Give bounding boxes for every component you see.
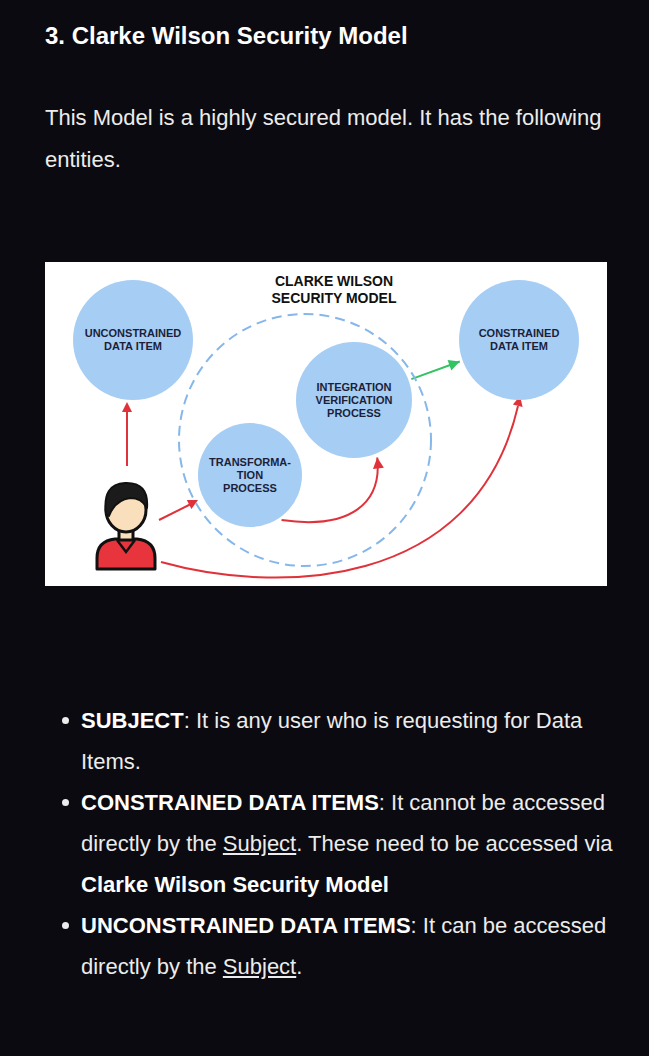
arrow-head — [373, 457, 384, 469]
body-text: . These need to be accessed via — [296, 831, 612, 856]
circle-fill — [73, 280, 193, 400]
dashed-circle — [179, 314, 431, 566]
list-item: CONSTRAINED DATA ITEMS: It cannot be acc… — [81, 782, 613, 905]
body-text: . — [296, 954, 302, 979]
bold-term: CONSTRAINED DATA ITEMS — [81, 790, 379, 815]
circle-fill — [198, 423, 302, 527]
body-text: This Model is a highly secured model. It… — [45, 105, 601, 172]
circle-fill — [296, 342, 412, 458]
data-item-circle: UNCONSTRAINED DATA ITEM — [73, 280, 193, 400]
entity-list: SUBJECT: It is any user who is requestin… — [81, 700, 613, 987]
person-body — [97, 539, 155, 569]
link-text: Subject — [223, 831, 296, 856]
subject-arrow — [126, 411, 128, 466]
data-item-circle: CONSTRAINED DATA ITEM — [459, 280, 579, 400]
model-heading: CLARKE WILSON SECURITY MODEL — [264, 273, 404, 307]
person-hair — [105, 483, 147, 516]
process-circle: INTEGRATION VERIFICATION PROCESS — [296, 342, 412, 458]
arrow-head — [448, 360, 460, 370]
process-circle: TRANSFORMA- TION PROCESS — [198, 423, 302, 527]
list-item: UNCONSTRAINED DATA ITEMS: It can be acce… — [81, 905, 613, 987]
node-label: CONSTRAINED DATA ITEM — [467, 327, 571, 353]
page-title: 3. Clarke Wilson Security Model — [45, 22, 408, 50]
person-collar — [117, 540, 135, 552]
subject-arrow — [159, 504, 191, 520]
node-label: UNCONSTRAINED DATA ITEM — [81, 327, 185, 353]
node-label: TRANSFORMA- TION PROCESS — [209, 456, 291, 495]
arrow-head — [122, 402, 132, 412]
link-text: Subject — [223, 954, 296, 979]
intro-paragraph: This Model is a highly secured model. It… — [45, 97, 610, 181]
model-boundary: CLARKE WILSON SECURITY MODELINTEGRATION … — [178, 313, 432, 567]
diagram-panel: UNCONSTRAINED DATA ITEMCLARKE WILSON SEC… — [45, 262, 607, 586]
list-item: SUBJECT: It is any user who is requestin… — [81, 700, 613, 782]
bold-term: UNCONSTRAINED DATA ITEMS — [81, 913, 411, 938]
node-label: INTEGRATION VERIFICATION PROCESS — [316, 381, 393, 420]
circle-fill — [459, 280, 579, 400]
bold-term: Clarke Wilson Security Model — [81, 872, 389, 897]
bold-term: SUBJECT — [81, 708, 184, 733]
